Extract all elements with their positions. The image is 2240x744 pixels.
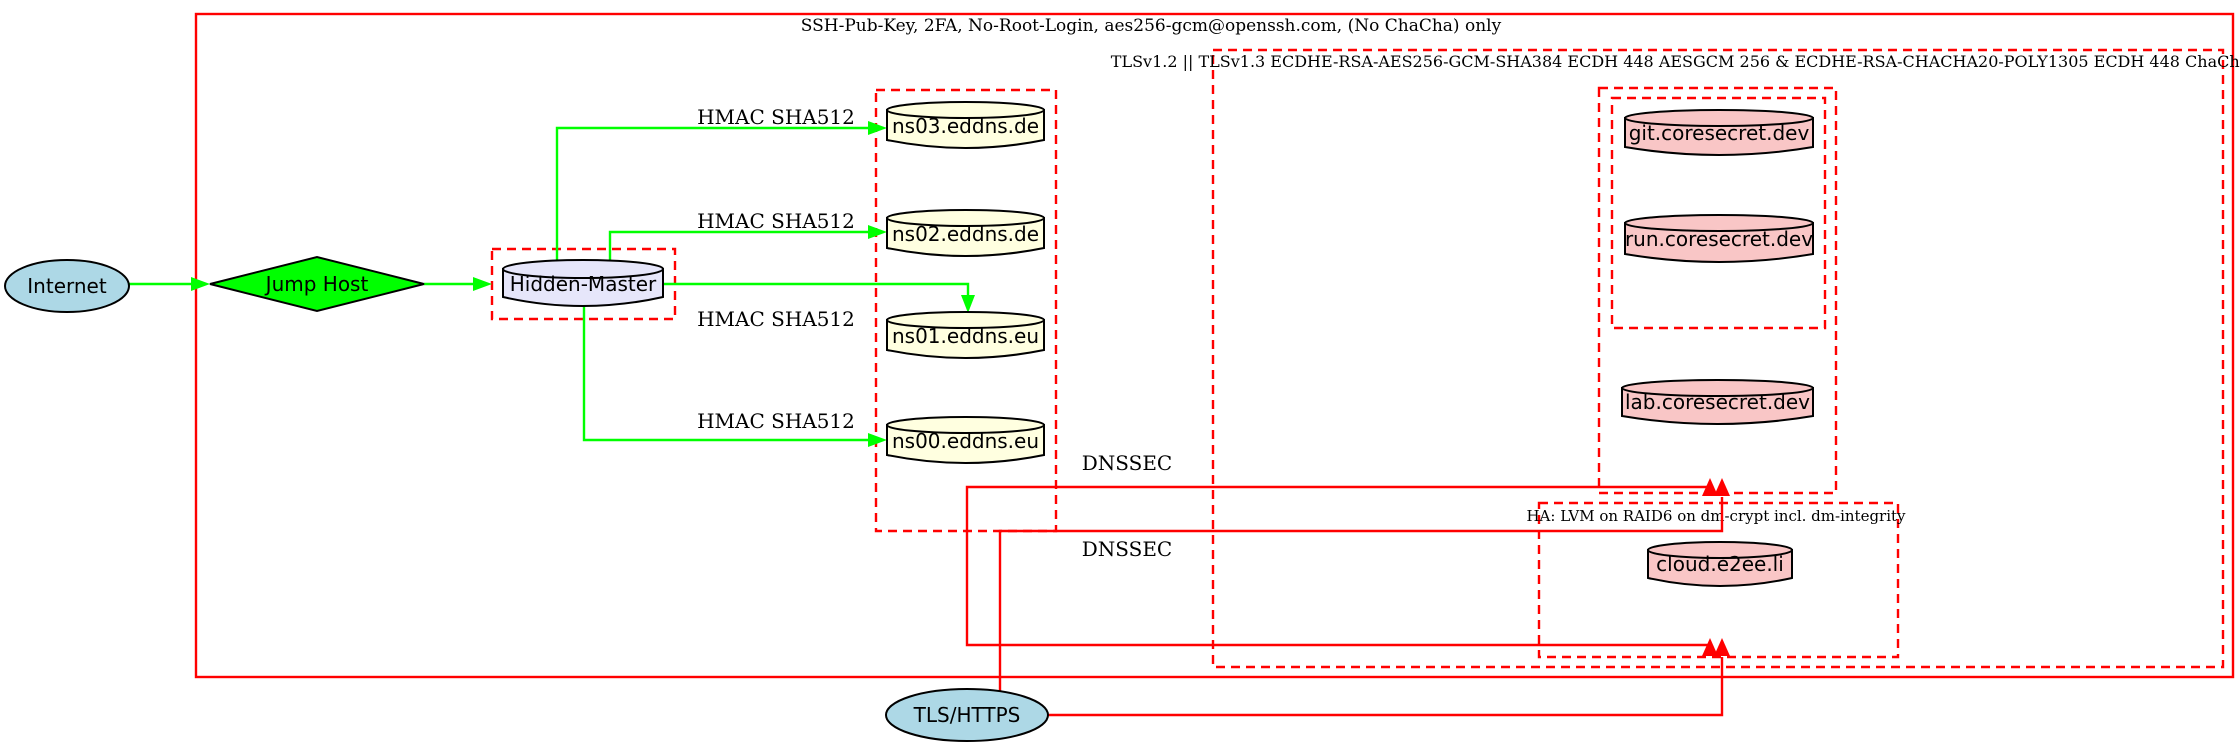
edge-hidden-master-to-ns01	[663, 282, 975, 313]
dnssec-label-1: DNSSEC	[1082, 451, 1173, 475]
ssh-cluster-label: SSH-Pub-Key, 2FA, No-Root-Login, aes256-…	[801, 16, 1502, 36]
node-ns00: ns00.eddns.eu	[886, 416, 1045, 464]
ssh-cluster-box	[194, 12, 2235, 679]
hmac-label-ns00: HMAC SHA512	[697, 409, 855, 433]
edge-tls-to-coresecret	[998, 478, 1730, 691]
node-tls-https: TLS/HTTPS	[885, 688, 1049, 742]
arrowhead-down	[961, 295, 975, 313]
internet-label: Internet	[27, 274, 107, 298]
edge-jump-host-to-hidden-master	[424, 277, 492, 291]
node-jump-host: Jump Host	[209, 255, 425, 313]
cloud-label: cloud.e2ee.li	[1656, 552, 1784, 576]
dnssec-label-2: DNSSEC	[1082, 537, 1173, 561]
node-git: git.coresecret.dev	[1624, 109, 1814, 156]
arrowhead-right	[868, 121, 887, 135]
tls-https-label: TLS/HTTPS	[913, 703, 1021, 727]
arrowhead-up	[1702, 478, 1718, 496]
arrowhead-up	[1702, 638, 1718, 656]
node-internet: Internet	[4, 259, 130, 313]
nameserver-cluster-box	[874, 88, 1058, 533]
ha-cluster-box	[1537, 501, 1900, 659]
edge-internet-to-jump-host	[129, 277, 210, 291]
ns03-label: ns03.eddns.de	[892, 114, 1039, 138]
edge-hidden-master-to-ns00	[582, 304, 887, 447]
edge-tls-to-ha	[1048, 638, 1730, 717]
node-cloud: cloud.e2ee.li	[1647, 541, 1793, 587]
tls-cluster-label: TLSv1.2 || TLSv1.3 ECDHE-RSA-AES256-GCM-…	[1111, 52, 2240, 71]
hmac-label-ns03: HMAC SHA512	[697, 105, 855, 129]
coresecret-inner-cluster-box	[1610, 96, 1827, 330]
edge-ns-cluster-to-ha	[965, 531, 1718, 656]
coresecret-cluster-box	[1597, 86, 1838, 495]
ns02-label: ns02.eddns.de	[892, 222, 1039, 246]
node-ns02: ns02.eddns.de	[886, 209, 1045, 257]
ha-cluster-label: HA: LVM on RAID6 on dm-crypt incl. dm-in…	[1526, 507, 1906, 525]
hmac-label-ns02: HMAC SHA512	[697, 209, 855, 233]
git-label: git.coresecret.dev	[1629, 121, 1810, 145]
ns01-label: ns01.eddns.eu	[892, 324, 1039, 348]
arrowhead-right	[191, 277, 210, 291]
ns00-label: ns00.eddns.eu	[892, 429, 1039, 453]
node-lab: lab.coresecret.dev	[1621, 379, 1814, 425]
arrowhead-up	[1714, 638, 1730, 656]
arrowhead-right	[473, 277, 492, 291]
node-ns01: ns01.eddns.eu	[886, 311, 1045, 359]
run-label: run.coresecret.dev	[1625, 227, 1813, 251]
node-ns03: ns03.eddns.de	[886, 101, 1045, 149]
arrowhead-right	[868, 433, 887, 447]
node-hidden-master: Hidden-Master	[502, 259, 664, 307]
edge-hidden-master-to-ns03	[555, 121, 887, 261]
edge-hidden-master-to-ns02	[608, 225, 887, 261]
jump-host-label: Jump Host	[264, 272, 369, 296]
edge-ns-cluster-to-coresecret	[965, 478, 1718, 531]
node-run: run.coresecret.dev	[1624, 214, 1814, 263]
hidden-master-label: Hidden-Master	[510, 272, 657, 296]
lab-label: lab.coresecret.dev	[1625, 390, 1810, 414]
hmac-label-ns01: HMAC SHA512	[697, 307, 855, 331]
arrowhead-right	[868, 225, 887, 239]
arrowhead-up	[1714, 478, 1730, 496]
tls-cluster-box	[1211, 48, 2225, 669]
